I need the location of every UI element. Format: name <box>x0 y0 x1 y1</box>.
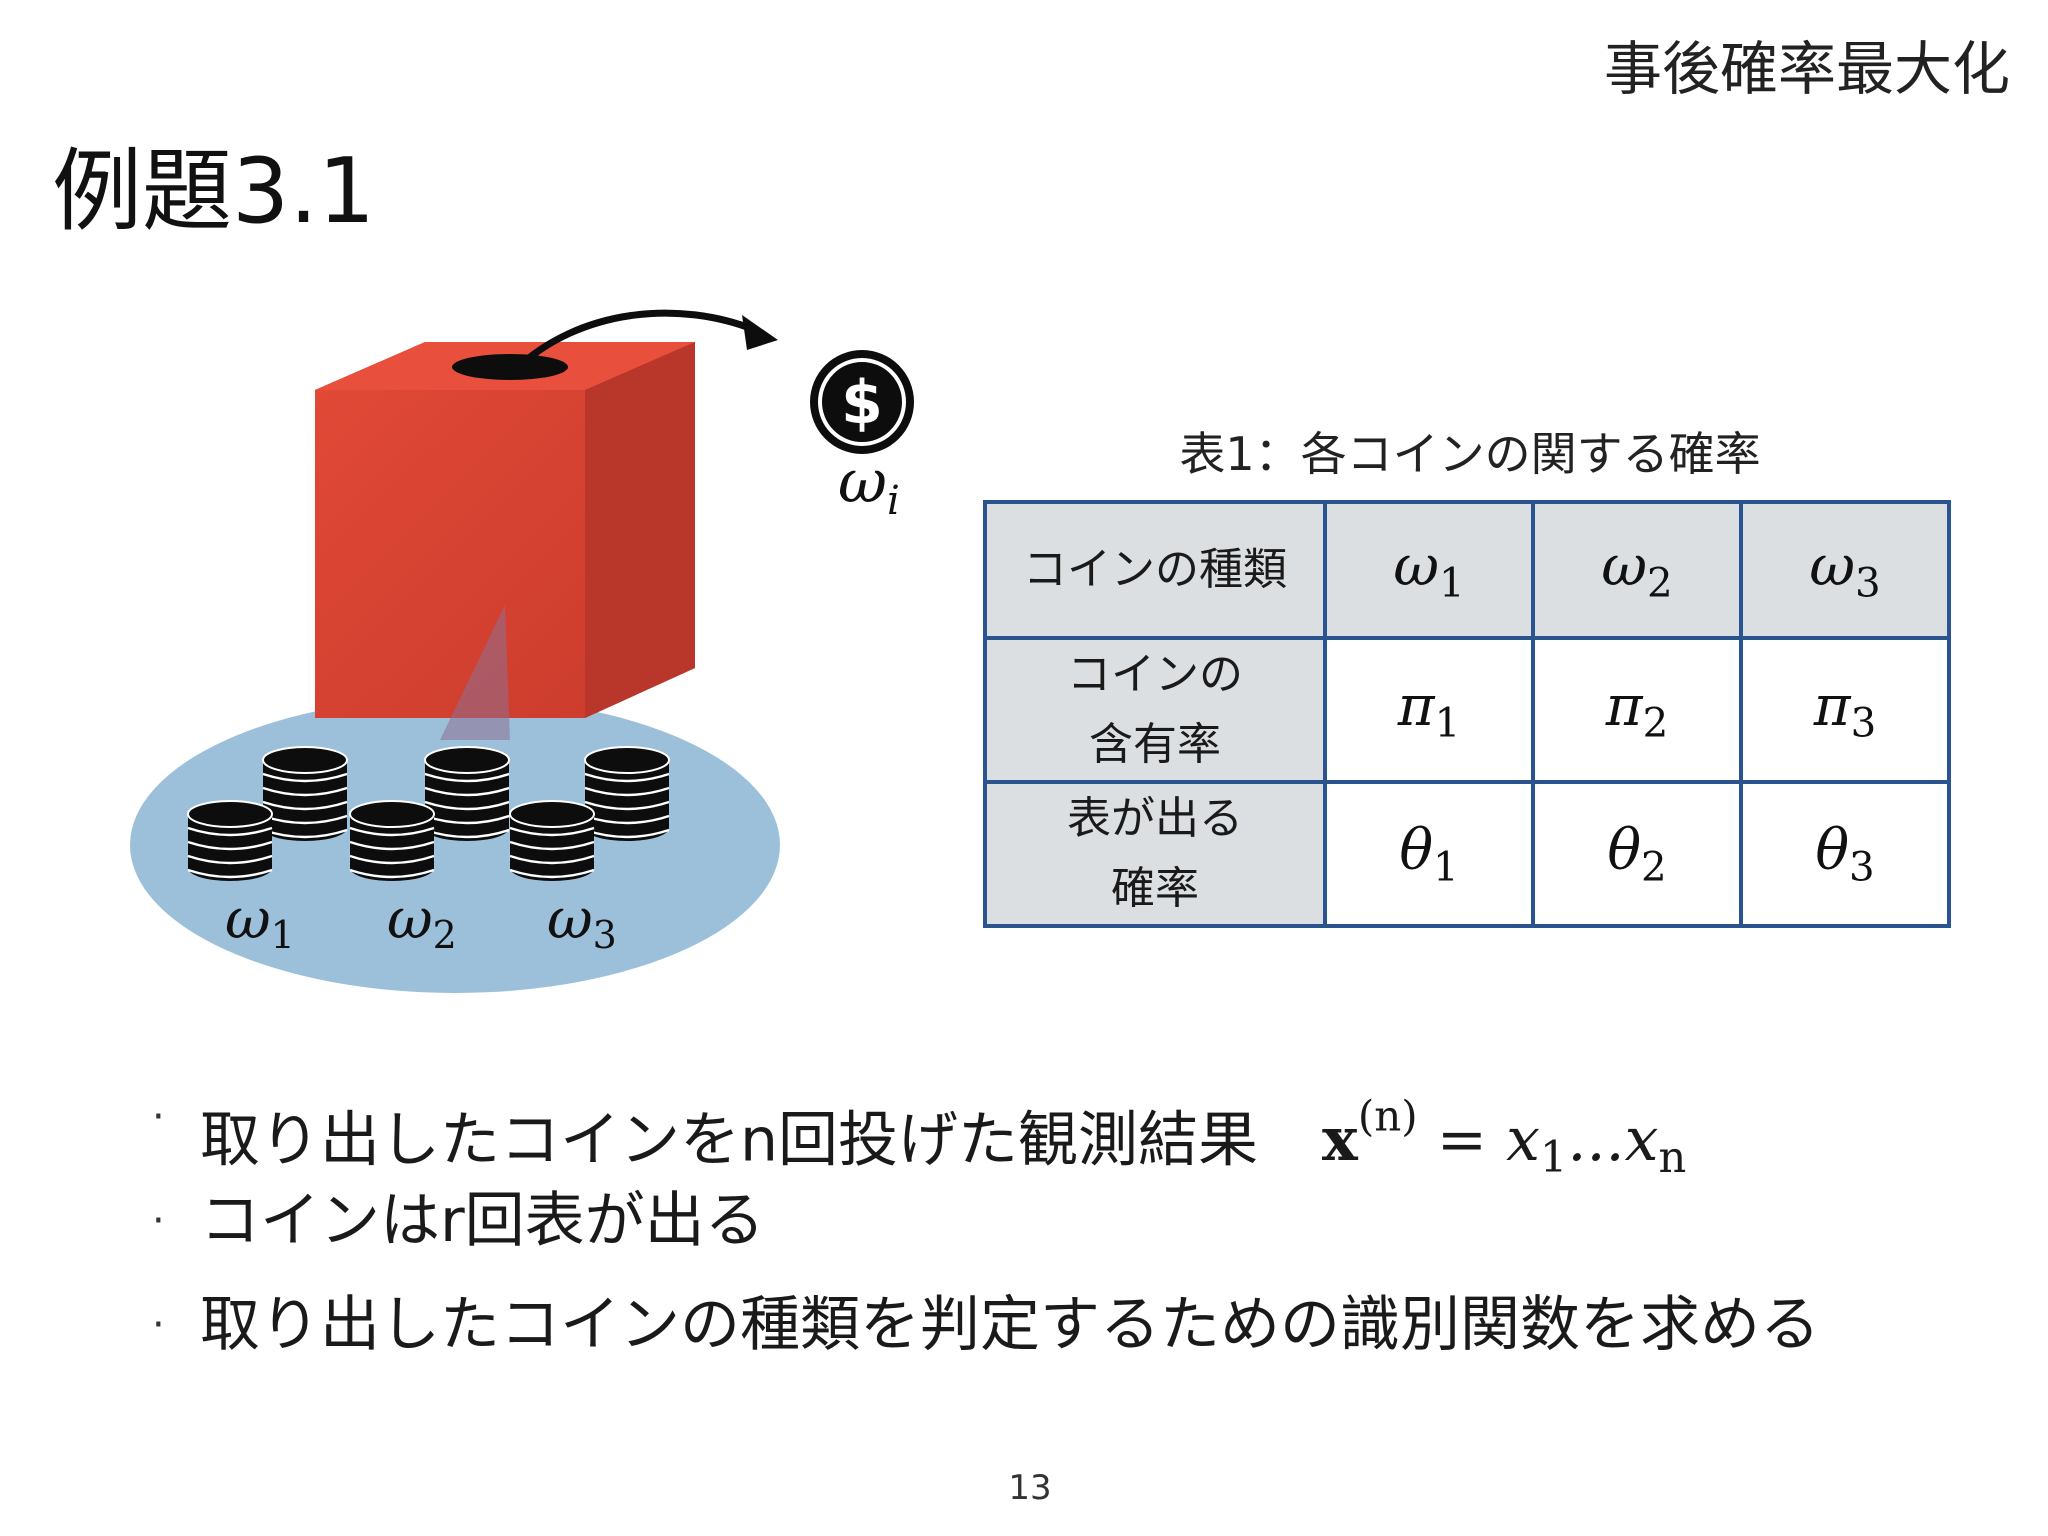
value-cell: π1 <box>1323 636 1535 784</box>
page-number: 13 <box>1008 1468 1052 1508</box>
bullet-text: コインはr回表が出る <box>200 1186 765 1256</box>
cell-subscript: 1 <box>1433 843 1459 891</box>
row-label-cell: コインの含有率 <box>983 636 1327 784</box>
bullet-marker: · <box>152 1094 165 1140</box>
value-cell: ω3 <box>1739 500 1951 640</box>
row-label-cell: 表が出る確率 <box>983 780 1327 928</box>
cell-symbol: π <box>1397 673 1435 739</box>
cell-symbol: π <box>1813 673 1851 739</box>
dollar-coin-icon: $ <box>810 350 914 454</box>
cell-subscript: 1 <box>1434 699 1461 747</box>
stack-label: ω1 <box>225 887 295 957</box>
cell-symbol: π <box>1605 673 1643 739</box>
section-title: 事後確率最大化 <box>1603 35 2010 103</box>
stack-label: ω3 <box>547 887 617 957</box>
selected-coin-label: ωi <box>838 447 900 524</box>
coin-stack <box>349 800 435 881</box>
bullet-marker: · <box>152 1198 165 1244</box>
row-label-line: コインの種類 <box>1023 544 1287 595</box>
cell-symbol: θ <box>1399 817 1434 883</box>
svg-text:$: $ <box>841 368 883 438</box>
red-box <box>315 342 695 718</box>
cell-symbol: θ <box>1607 817 1642 883</box>
cell-symbol: θ <box>1815 817 1850 883</box>
bullet-text: 取り出したコインをn回投げた観測結果 <box>200 1105 1259 1176</box>
value-cell: ω1 <box>1323 500 1535 640</box>
value-cell: θ3 <box>1739 780 1951 928</box>
value-cell: ω2 <box>1531 500 1743 640</box>
cell-subscript: 2 <box>1647 559 1673 607</box>
cell-subscript: 2 <box>1641 843 1667 891</box>
funnel-shadow <box>440 605 510 740</box>
value-cell: π2 <box>1531 636 1743 784</box>
stack-label: ω2 <box>387 887 457 957</box>
row-label-line: 含有率 <box>1089 719 1221 770</box>
cell-subscript: 3 <box>1855 559 1881 607</box>
cell-subscript: 2 <box>1642 699 1669 747</box>
bullet-item-goal: · 取り出したコインの種類を判定するための識別関数を求める <box>152 1273 2000 1377</box>
coin-stacks <box>187 746 670 881</box>
coin-stack <box>584 746 670 841</box>
cell-subscript: 3 <box>1850 699 1877 747</box>
box-slot-hole <box>452 354 568 380</box>
arrow-curve <box>511 309 759 374</box>
coin-stack <box>262 746 348 841</box>
value-cell: θ2 <box>1531 780 1743 928</box>
bullet-item-observation: · 取り出したコインをn回投げた観測結果 x(n) = x1...xn <box>152 1065 2000 1183</box>
row-label-line: 表が出る <box>1067 793 1243 844</box>
cell-symbol: ω <box>1601 533 1647 599</box>
row-label-cell: コインの種類 <box>983 500 1327 640</box>
coin-box-illustration: $ ωi ω1 ω2 ω3 <box>130 309 914 993</box>
observation-formula: x(n) = x1...xn <box>1322 1092 1687 1184</box>
coin-stack <box>424 746 510 841</box>
coin-stack <box>509 800 595 881</box>
cell-subscript: 1 <box>1439 559 1465 607</box>
row-label-line: 確率 <box>1111 863 1199 914</box>
bullet-list: · 取り出したコインをn回投げた観測結果 x(n) = x1...xn · コインはr… <box>152 1065 2000 1377</box>
value-cell: π3 <box>1739 636 1951 784</box>
table-caption: 表1：各コインの関する確率 <box>1179 427 1761 481</box>
coin-stack <box>187 800 273 881</box>
cell-symbol: ω <box>1393 533 1439 599</box>
cell-symbol: ω <box>1809 533 1855 599</box>
value-cell: θ1 <box>1323 780 1535 928</box>
arrow-head <box>742 315 778 350</box>
bullet-text: 取り出したコインの種類を判定するための識別関数を求める <box>200 1290 1820 1360</box>
cell-subscript: 3 <box>1849 843 1875 891</box>
row-label-line: コインの <box>1067 649 1243 700</box>
bullet-marker: · <box>152 1302 165 1348</box>
slide-title: 例題3.1 <box>52 139 376 244</box>
stack-labels: ω1 ω2 ω3 <box>225 887 617 957</box>
bullet-item-heads-count: · コインはr回表が出る <box>152 1169 2000 1273</box>
